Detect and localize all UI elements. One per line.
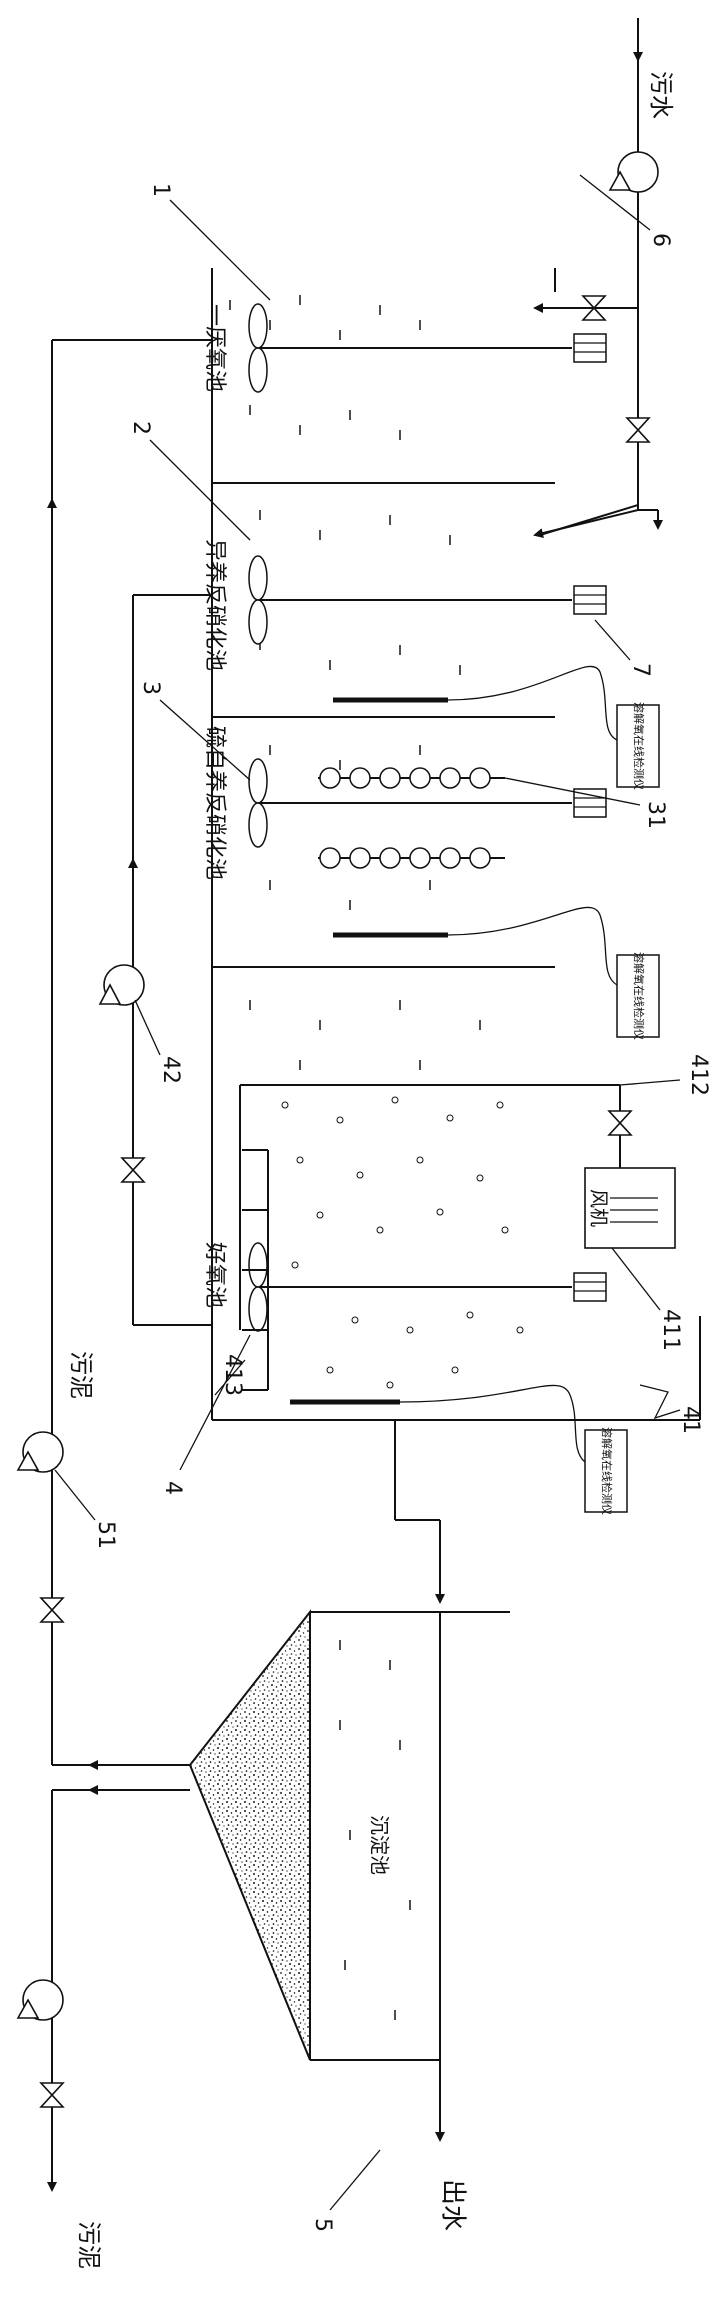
sludge-return-valve[interactable] xyxy=(40,1597,64,1623)
aeration-diffusers xyxy=(242,1149,269,1391)
tank4-probe-cable xyxy=(399,1384,586,1463)
air-valve[interactable] xyxy=(608,1110,632,1136)
sludge-waste-valve[interactable] xyxy=(40,2082,64,2108)
do-meter-1: 溶解氧在线检测仪 xyxy=(616,702,660,790)
hopper-fill xyxy=(200,1640,310,2030)
tank1-mixer xyxy=(248,303,607,393)
sludge-waste-pump[interactable] xyxy=(16,1979,64,2021)
callout-5: 5 xyxy=(310,2218,335,2232)
callout-412: 412 xyxy=(686,1054,711,1096)
callout-4: 4 xyxy=(160,1481,185,1495)
clarifier-label: 沉淀池 xyxy=(368,1815,392,1875)
tank3-mixer xyxy=(248,758,607,848)
callout-31: 31 xyxy=(643,801,668,829)
influent-pump[interactable] xyxy=(608,151,659,193)
internal-recycle-line xyxy=(128,594,212,1326)
influent-valve-tank2[interactable] xyxy=(626,417,650,443)
tank4-mixer xyxy=(248,1242,607,1332)
sludge-return-line xyxy=(47,339,212,1730)
callout-leaders xyxy=(54,174,681,2211)
tank3-label: 硫自养反硝化池 xyxy=(202,726,227,880)
callout-numbers: 1 2 3 4 5 6 7 31 41 42 51 411 412 413 xyxy=(93,183,711,2232)
sulfur-media-row-bottom xyxy=(318,847,505,869)
sludge-return-label: 污泥 xyxy=(67,1351,95,1399)
do-meter-3: 溶解氧在线检测仪 xyxy=(584,1427,628,1515)
do-meter-3-label: 溶解氧在线检测仪 xyxy=(600,1427,614,1515)
callout-1: 1 xyxy=(148,183,173,197)
sulfur-media-row-top xyxy=(318,767,505,789)
sewage-in-label: 污水 xyxy=(647,71,675,119)
callout-41: 41 xyxy=(678,1406,703,1434)
callout-42: 42 xyxy=(158,1056,183,1084)
tank-walls xyxy=(211,268,701,1421)
callout-7: 7 xyxy=(628,663,653,677)
tank3-probe-cable xyxy=(447,906,618,986)
tank2-probe-cable xyxy=(447,665,618,741)
tank2-mixer xyxy=(248,555,607,645)
do-meter-2-label: 溶解氧在线检测仪 xyxy=(632,952,646,1040)
do-meter-1-label: 溶解氧在线检测仪 xyxy=(632,702,646,790)
recycle-valve[interactable] xyxy=(121,1157,145,1183)
water-dashes xyxy=(229,295,481,1070)
callout-51: 51 xyxy=(93,1521,118,1549)
recycle-pump[interactable] xyxy=(98,964,145,1006)
do-meter-2: 溶解氧在线检测仪 xyxy=(616,952,660,1040)
sludge-return-pump[interactable] xyxy=(16,1431,64,1473)
sludge-draw-lines xyxy=(47,1730,190,2192)
callout-3: 3 xyxy=(138,681,163,695)
callout-6: 6 xyxy=(648,233,673,247)
air-bubbles xyxy=(281,1096,524,1389)
callout-413: 413 xyxy=(220,1354,245,1396)
clarifier-dashes xyxy=(339,1640,411,2020)
influent-piping xyxy=(533,18,663,538)
tank1-label: 一厌氧池 xyxy=(202,304,227,392)
effluent-label: 出水 xyxy=(438,2179,468,2231)
sludge-out-label: 污泥 xyxy=(75,2221,103,2269)
tank4-label: 好氧池 xyxy=(202,1242,227,1308)
callout-2: 2 xyxy=(128,421,153,435)
blower-label: 风机 xyxy=(588,1189,610,1227)
callout-411: 411 xyxy=(658,1309,683,1351)
blower xyxy=(584,1167,676,1249)
tank2-label: 异养反硝化池 xyxy=(202,539,227,671)
